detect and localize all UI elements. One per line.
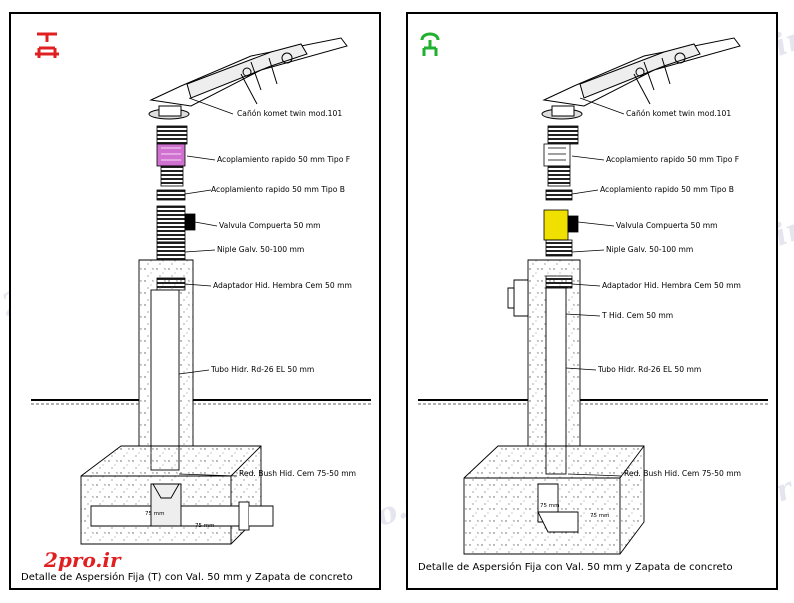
label-tee: T Hid. Cem 50 mm <box>601 311 673 320</box>
label-cannon: Cañón komet twin mod.101 <box>626 109 731 118</box>
label-valve: Valvula Compuerta 50 mm <box>219 221 321 230</box>
leader-lines <box>178 97 238 477</box>
label-bushing: Red. Bush Hid. Cem 75-50 mm <box>624 469 741 478</box>
label-adapter: Adaptador Hid. Hembra Cem 50 mm <box>602 281 741 290</box>
dim-label: 75 mm <box>145 511 164 517</box>
label-coupler-f: Acoplamiento rapido 50 mm Tipo F <box>606 155 739 164</box>
concrete-footing <box>418 259 768 555</box>
dim-label: 75 mm <box>590 513 609 519</box>
valve-symbol-icon <box>420 32 440 56</box>
site-logo: 2pro.ir <box>44 548 121 572</box>
label-coupler-b: Acoplamiento rapido 50 mm Tipo B <box>211 185 345 194</box>
detail-drawing-right: Cañón komet twin mod.101 Acoplamiento ra… <box>418 32 768 573</box>
sprinkler-cannon <box>148 37 348 120</box>
detail-drawing-left: Cañón komet twin mod.101 Acoplamiento ra… <box>21 32 371 583</box>
label-nipple: Niple Galv. 50-100 mm <box>217 245 304 254</box>
label-cannon: Cañón komet twin mod.101 <box>237 109 342 118</box>
quick-coupler-type-f <box>156 143 186 167</box>
leader-lines <box>565 97 625 477</box>
label-nipple: Niple Galv. 50-100 mm <box>606 245 693 254</box>
label-adapter: Adaptador Hid. Hembra Cem 50 mm <box>213 281 352 290</box>
sprinkler-cannon <box>541 37 741 120</box>
caption: Detalle de Aspersión Fija (T) con Val. 5… <box>21 571 353 583</box>
caption: Detalle de Aspersión Fija con Val. 50 mm… <box>418 561 733 573</box>
dim-label: 75 mm <box>195 523 214 529</box>
detail-panel-fixed: Cañón komet twin mod.101 Acoplamiento ra… <box>406 12 778 590</box>
valve-symbol-icon <box>35 32 59 58</box>
label-pipe: Tubo Hidr. Rd-26 EL 50 mm <box>210 365 314 374</box>
label-pipe: Tubo Hidr. Rd-26 EL 50 mm <box>597 365 701 374</box>
concrete-footing <box>31 259 371 545</box>
label-bushing: Red. Bush Hid. Cem 75-50 mm <box>239 469 356 478</box>
dim-label: 75 mm <box>540 503 559 509</box>
label-coupler-b: Acoplamiento rapido 50 mm Tipo B <box>600 185 734 194</box>
quick-coupler-type-f <box>543 143 571 167</box>
label-coupler-f: Acoplamiento rapido 50 mm Tipo F <box>217 155 350 164</box>
detail-panel-fixed-t: Cañón komet twin mod.101 Acoplamiento ra… <box>9 12 381 590</box>
gate-valve <box>156 205 186 243</box>
label-valve: Valvula Compuerta 50 mm <box>616 221 718 230</box>
gate-valve <box>543 209 569 241</box>
